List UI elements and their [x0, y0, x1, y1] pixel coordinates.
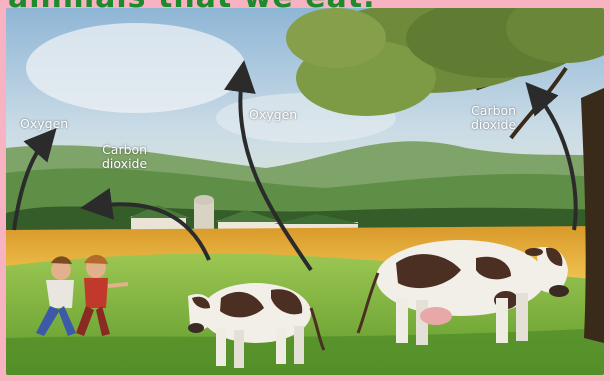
page-title: animals that we eat. [8, 0, 376, 8]
cloud [26, 23, 246, 113]
label-carbon-dioxide-left: Carbon dioxide [102, 143, 147, 171]
label-oxygen-mid: Oxygen [249, 108, 297, 122]
label-carbon-dioxide-right: Carbon dioxide [471, 104, 516, 132]
title-strip: animals that we eat. [0, 0, 610, 8]
photosynthesis-illustration: Oxygen Carbon dioxide Oxygen Carbon diox… [6, 8, 604, 375]
label-oxygen-left: Oxygen [20, 117, 68, 131]
scene-svg [6, 8, 604, 375]
